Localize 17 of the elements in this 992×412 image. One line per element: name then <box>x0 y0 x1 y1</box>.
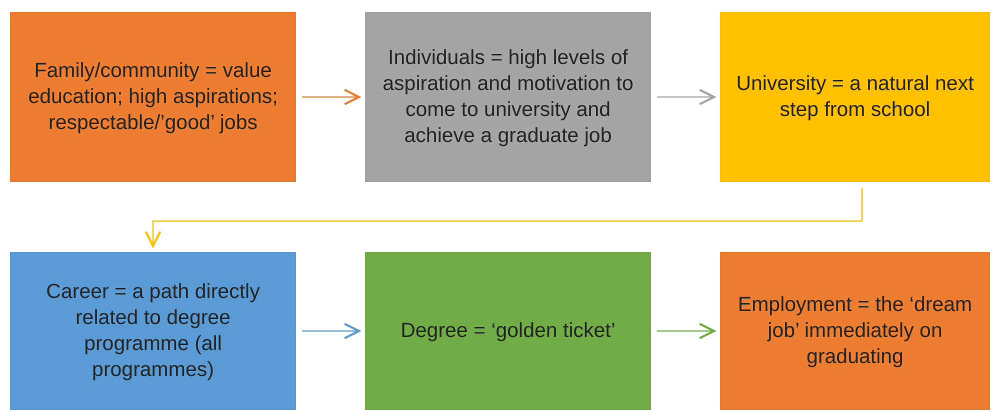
process-box <box>720 12 990 182</box>
box-text: Career = a path directly related to degree programme (all programmes) <box>45 278 261 384</box>
arrow <box>302 88 360 106</box>
box-text: Employment = the ‘dream job’ immediately on graduating <box>736 292 974 370</box>
box-text: Family/community = value education; high aspirations; respectable/’good’ jobs <box>27 58 279 136</box>
arrow <box>657 88 716 106</box>
process-box <box>720 252 990 410</box>
arrow <box>144 188 863 248</box>
process-box <box>365 12 651 182</box>
process-box <box>10 252 296 410</box>
box-text: Degree = ‘golden ticket’ <box>400 318 616 344</box>
box-text: University = a natural next step from school <box>735 70 975 123</box>
process-box <box>365 252 651 410</box>
arrow <box>657 322 716 340</box>
process-box <box>10 12 296 182</box>
arrow <box>302 322 360 340</box>
box-text: Individuals = high levels of aspiration and motivation to come to university and achieve a graduate job <box>382 44 634 150</box>
